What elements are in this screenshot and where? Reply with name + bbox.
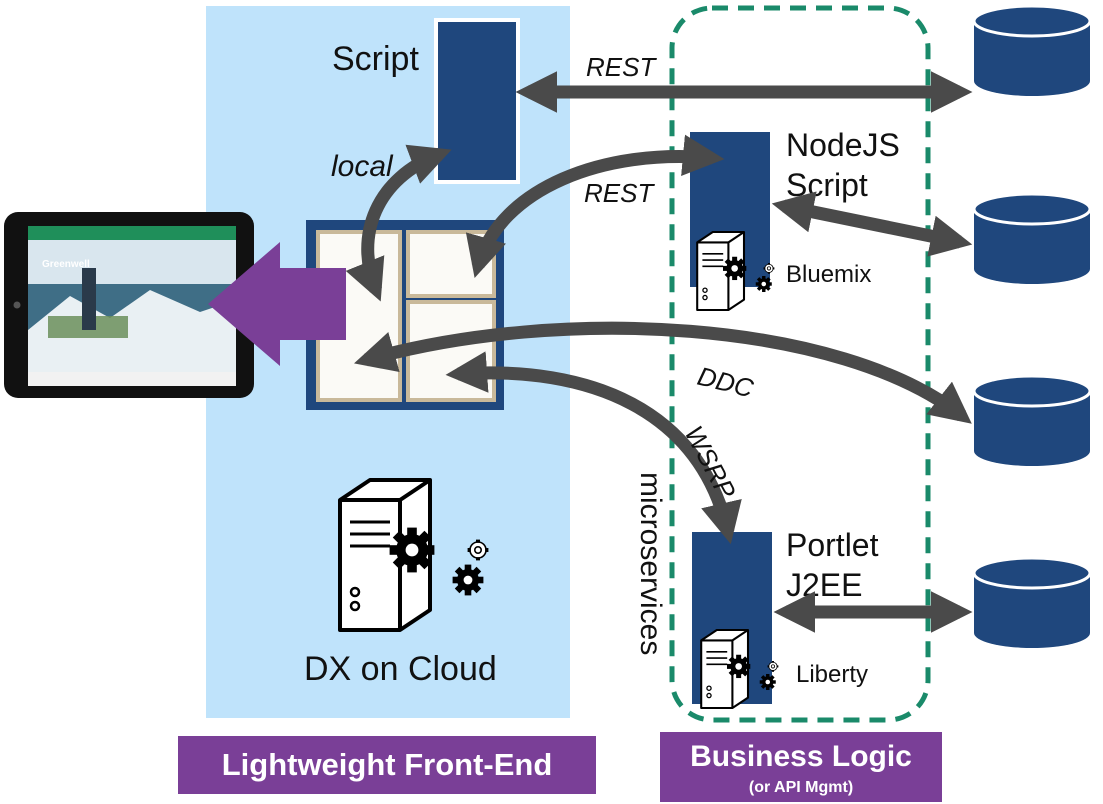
- arrow-local: [345, 144, 452, 302]
- portlet-label-line1: Portlet: [786, 527, 879, 563]
- nodejs-label-line2: Script: [786, 167, 868, 203]
- wsrp-label: WSRP: [679, 421, 742, 505]
- front-end-banner: [178, 736, 596, 794]
- tablet-device-icon: Greenwell: [4, 212, 254, 398]
- database-icon-2: [972, 192, 1092, 286]
- bluemix-label: Bluemix: [786, 261, 871, 288]
- business-logic-banner: [660, 732, 942, 802]
- database-icon-4: [972, 556, 1092, 650]
- arrow-rest-nodejs: [465, 134, 725, 279]
- purple-left-arrow-icon: [208, 242, 346, 366]
- script-block: [434, 18, 520, 184]
- database-icon-1: [972, 4, 1092, 98]
- business-logic-banner-subtext: (or API Mgmt): [749, 779, 853, 796]
- database-icon-3: [972, 374, 1092, 468]
- ddc-label: DDC: [695, 361, 757, 404]
- rest-top-label: REST: [586, 52, 657, 82]
- arrow-nodejs-db2: [771, 191, 973, 257]
- arrow-wsrp: [445, 351, 742, 545]
- local-label: local: [331, 150, 394, 183]
- arrow-ddc: [353, 321, 972, 424]
- rest-mid-label: REST: [584, 178, 655, 208]
- dx-on-cloud-label: DX on Cloud: [304, 650, 497, 688]
- liberty-label: Liberty: [796, 661, 868, 688]
- microservices-label: microservices: [634, 472, 667, 655]
- business-logic-banner-text: Business Logic: [690, 740, 912, 773]
- nodejs-label-line1: NodeJS: [786, 127, 900, 163]
- front-end-banner-text: Lightweight Front-End: [222, 747, 553, 782]
- script-label: Script: [332, 40, 419, 78]
- tablet-brand: Greenwell: [42, 259, 90, 270]
- portlet-label-line2: J2EE: [786, 567, 862, 603]
